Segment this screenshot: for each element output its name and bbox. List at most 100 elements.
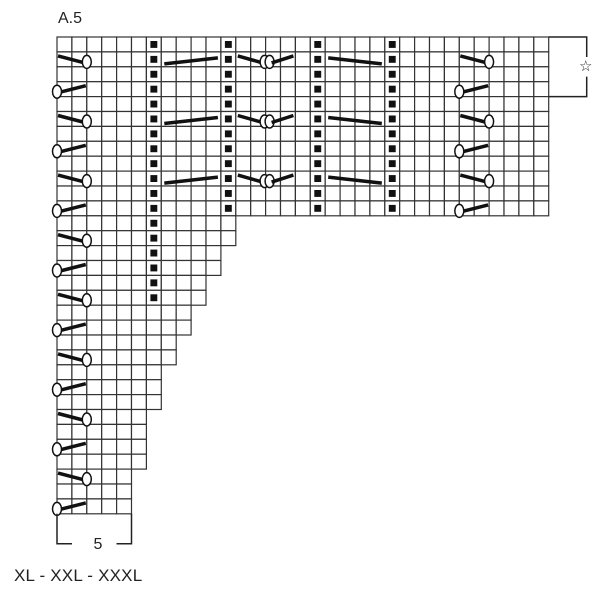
purl-icon (150, 234, 158, 242)
chart-cell (235, 125, 252, 142)
repeat-star-icon: ☆ (579, 58, 593, 75)
chart-cell (56, 423, 73, 440)
chart-cell (518, 51, 535, 68)
chart-cell (458, 95, 475, 113)
chart-cell (101, 334, 118, 351)
chart-cell (235, 81, 252, 98)
purl-icon (388, 70, 396, 78)
chart-cell (160, 349, 177, 366)
chart-cell (488, 200, 505, 217)
chart-cell (279, 200, 296, 217)
purl-icon (150, 264, 158, 272)
chart-cell (86, 200, 103, 217)
chart-cell (414, 81, 431, 98)
chart-cell (130, 289, 147, 306)
chart-cell (518, 81, 535, 98)
chart-cell (101, 155, 118, 172)
chart-cell (175, 81, 192, 98)
chart-title: A.5 (58, 10, 83, 27)
chart-cell (71, 334, 88, 351)
chart-cell (190, 230, 207, 247)
chart-cell (190, 155, 207, 172)
yarn-over-icon (81, 173, 93, 189)
chart-cell (533, 51, 550, 68)
chart-cell (324, 140, 341, 157)
cable-line (328, 56, 382, 66)
chart-cell (160, 289, 177, 306)
chart-cell (279, 140, 296, 157)
chart-cell (160, 245, 177, 262)
chart-cell (160, 155, 177, 172)
chart-cell (369, 95, 386, 113)
chart-cell (175, 200, 192, 217)
purl-icon (150, 100, 158, 108)
chart-cell (235, 200, 252, 217)
purl-icon (388, 175, 396, 182)
chart-cell (414, 170, 431, 187)
chart-cell (428, 36, 445, 53)
chart-cell (428, 110, 445, 127)
chart-cell (130, 245, 147, 262)
chart-cell (101, 379, 118, 396)
chart-cell (130, 230, 147, 247)
yarn-over-icon (483, 54, 495, 70)
chart-cell (503, 36, 520, 53)
chart-cell (518, 110, 535, 127)
chart-cell (294, 200, 311, 217)
chart-cell (324, 155, 341, 172)
chart-cell (145, 319, 162, 336)
chart-cell (265, 81, 282, 98)
chart-cell (443, 170, 460, 187)
chart-cell (190, 245, 207, 262)
chart-cell (115, 95, 133, 113)
purl-icon (150, 204, 158, 212)
yarn-over-icon (51, 203, 63, 219)
chart-cell (428, 125, 445, 142)
chart-cell (399, 66, 416, 83)
chart-cell (488, 155, 505, 172)
chart-cell (115, 170, 133, 187)
chart-cell (86, 215, 103, 232)
chart-cell (533, 66, 550, 83)
purl-icon (150, 145, 158, 153)
chart-cell (205, 125, 222, 142)
chart-cell (354, 36, 371, 53)
chart-cell (145, 349, 162, 366)
cable-line (57, 352, 86, 363)
chart-cell (473, 36, 490, 53)
chart-cell (86, 259, 103, 276)
chart-cell (190, 200, 207, 217)
chart-cell (220, 215, 237, 232)
cable-line (459, 54, 488, 65)
chart-cell (503, 140, 520, 157)
chart-cell (250, 95, 267, 113)
chart-cell (101, 66, 118, 83)
purl-icon (388, 100, 396, 108)
chart-cell (175, 125, 192, 142)
chart-cell (130, 170, 147, 187)
purl-icon (314, 190, 322, 197)
purl-icon (150, 55, 158, 63)
purl-icon (314, 100, 322, 108)
chart-cell (71, 483, 88, 500)
purl-icon (224, 115, 232, 123)
chart-cell (339, 140, 356, 157)
chart-cell (399, 51, 416, 68)
chart-cell (175, 36, 192, 53)
chart-cell (115, 289, 133, 306)
chart-cell (101, 125, 118, 142)
cable-line (57, 501, 87, 512)
chart-cell (190, 289, 207, 306)
cable-line (459, 84, 489, 95)
chart-cell (235, 155, 252, 172)
chart-cell (86, 334, 103, 351)
chart-cell (130, 394, 147, 411)
chart-cell (414, 36, 431, 53)
chart-cell (175, 245, 192, 262)
cable-line (57, 411, 86, 423)
chart-cell (86, 483, 103, 500)
cable-line (459, 143, 489, 154)
yarn-over-icon (51, 442, 63, 457)
chart-cell (414, 110, 431, 127)
chart-cell (175, 274, 192, 291)
